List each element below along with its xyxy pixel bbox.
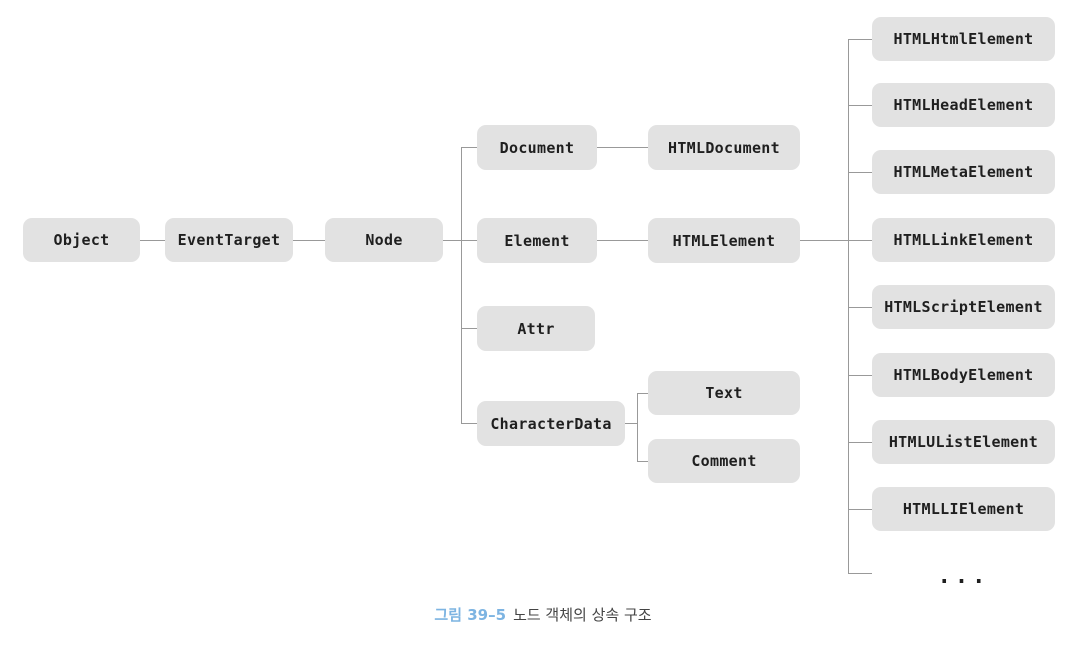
connector-stub-comment (637, 461, 648, 462)
node-htmlbodyelement: HTMLBodyElement (872, 353, 1055, 397)
connector-stub-characterdata (461, 423, 477, 424)
connector-stub-htmlulistelement (848, 442, 872, 443)
node-htmllinkelement: HTMLLinkElement (872, 218, 1055, 262)
connector-stub-htmlbodyelement (848, 375, 872, 376)
connector-stub-htmllinkelement (848, 240, 872, 241)
node-htmlulistelement: HTMLUListElement (872, 420, 1055, 464)
connector-stub-htmlhtmlelement (848, 39, 872, 40)
node-element: Element (477, 218, 597, 263)
connector-stub-htmlscriptelement (848, 307, 872, 308)
figure-caption: 그림 39–5 노드 객체의 상속 구조 (0, 604, 1086, 626)
node-htmlheadelement: HTMLHeadElement (872, 83, 1055, 127)
connector-htmlelement-children-trunk (848, 39, 849, 574)
node-attr: Attr (477, 306, 595, 351)
node-htmlscriptelement: HTMLScriptElement (872, 285, 1055, 329)
node-htmllielement: HTMLLIElement (872, 487, 1055, 531)
connector-node-branch (443, 240, 461, 241)
connector-stub-htmlmetaelement (848, 172, 872, 173)
node-object: Object (23, 218, 140, 262)
connector-stub-document (461, 147, 477, 148)
node-comment: Comment (648, 439, 800, 483)
connector-stub-text (637, 393, 648, 394)
node-htmldocument: HTMLDocument (648, 125, 800, 170)
node-node: Node (325, 218, 443, 262)
node-htmlhtmlelement: HTMLHtmlElement (872, 17, 1055, 61)
connector-stub-htmlheadelement (848, 105, 872, 106)
connector-stub-attr (461, 328, 477, 329)
connector-document-htmldocument (597, 147, 648, 148)
connector-stub-htmllielement (848, 509, 872, 510)
connector-node-children-trunk (461, 147, 462, 424)
connector-eventtarget-node (293, 240, 325, 241)
connector-characterdata-branch (625, 423, 637, 424)
figure-title: 노드 객체의 상속 구조 (513, 606, 652, 624)
node-text: Text (648, 371, 800, 415)
connector-element-htmlelement (597, 240, 648, 241)
connector-characterdata-children-trunk (637, 393, 638, 462)
connector-stub-element (461, 240, 477, 241)
node-eventtarget: EventTarget (165, 218, 293, 262)
connector-object-eventtarget (140, 240, 165, 241)
node-document: Document (477, 125, 597, 170)
figure-label: 그림 39–5 (434, 606, 507, 624)
node-htmlmetaelement: HTMLMetaElement (872, 150, 1055, 194)
node-htmlelement: HTMLElement (648, 218, 800, 263)
connector-stub-ellipsis (848, 573, 872, 574)
connector-htmlelement-branch (800, 240, 848, 241)
node-ellipsis: ... (937, 563, 990, 589)
node-characterdata: CharacterData (477, 401, 625, 446)
